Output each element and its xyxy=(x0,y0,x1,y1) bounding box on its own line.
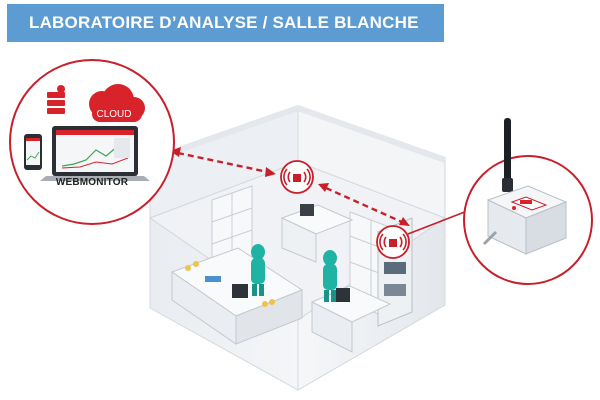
arrowhead-sensor-bottom xyxy=(399,217,410,226)
phone-icon xyxy=(24,134,42,170)
wall-top-edge xyxy=(149,104,447,163)
wireless-link-sensors xyxy=(325,186,403,224)
page-title: LABORATOIRE D’ANALYSE / SALLE BLANCHE xyxy=(29,13,419,32)
data-logger-icon xyxy=(389,239,397,247)
sensor-badge-rack xyxy=(376,225,410,259)
back-counter xyxy=(280,204,354,263)
left-lab-bench xyxy=(170,247,304,345)
lab-technician-right xyxy=(323,250,337,302)
lab-technician-left xyxy=(251,244,265,296)
server-icon xyxy=(47,85,65,114)
cloud-icon xyxy=(89,84,145,122)
arrowhead-sensor-top xyxy=(318,183,329,192)
data-logger-icon xyxy=(293,174,301,182)
wireless-signal-icon xyxy=(283,168,311,186)
data-logger-device xyxy=(482,185,568,255)
arrowhead-right xyxy=(265,167,276,177)
antenna xyxy=(502,118,513,192)
wireless-signal-icon xyxy=(379,233,407,251)
wireless-link-webmonitor xyxy=(177,151,269,174)
cloud-label: CLOUD xyxy=(96,109,132,120)
laptop-icon xyxy=(40,126,150,181)
webmonitor-label: WEBMONITOR xyxy=(55,177,129,188)
arrowhead-left xyxy=(170,147,181,157)
sensor-badge-top xyxy=(280,160,314,194)
title-banner: LABORATOIRE D’ANALYSE / SALLE BLANCHE xyxy=(7,4,444,42)
